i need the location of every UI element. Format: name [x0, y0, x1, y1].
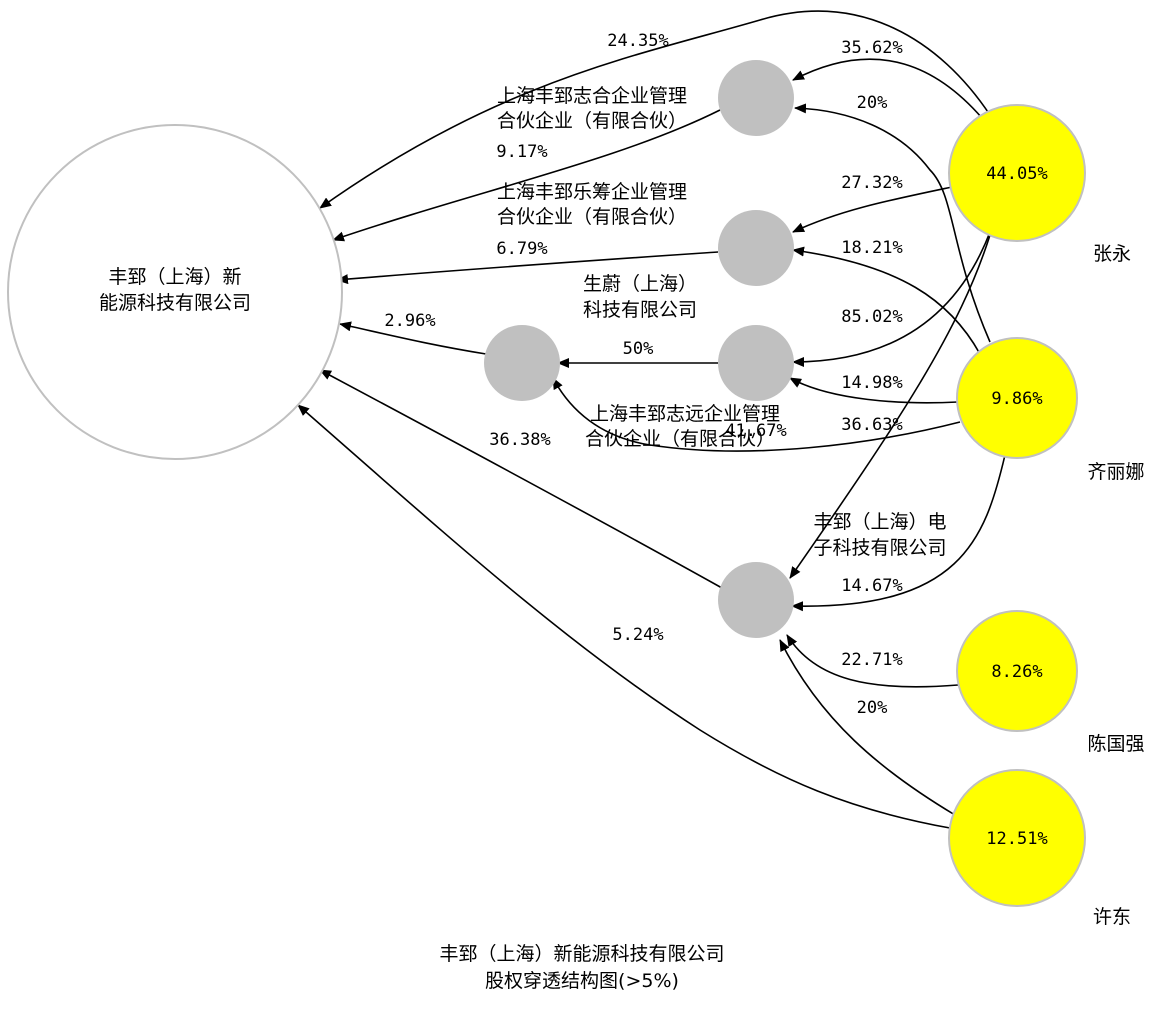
edge-shengwei-target [339, 321, 487, 355]
edge-label-qilina-zhihe: 20% [857, 93, 888, 113]
shengwei-label-line1: 生蔚（上海） [583, 273, 697, 295]
edge-zhangyong-zhiyuan [792, 231, 991, 367]
edge-zhangyong-target [319, 10, 991, 209]
title-line2: 股权穿透结构图(>5%) [485, 970, 679, 992]
dianzi-label-line2: 子科技有限公司 [813, 537, 946, 559]
nodes [7, 60, 1086, 907]
xudong-name: 许东 [1093, 906, 1131, 928]
edge-lechou-target [336, 251, 719, 285]
edge-label-lechou-target: 6.79% [496, 239, 547, 259]
edge-dianzi-target [319, 369, 723, 589]
person-node-zhangyong[interactable] [948, 104, 1086, 242]
qilina-name: 齐丽娜 [1087, 461, 1144, 483]
zhihe-label-line2: 合伙企业（有限合伙） [497, 110, 687, 132]
target-company-label: 丰郅（上海）新 能源科技有限公司 [99, 266, 251, 314]
person-node-xudong[interactable] [948, 769, 1086, 907]
edge-zhangyong-lechou [792, 186, 953, 233]
edge-label-chenguoqiang-dianzi: 22.71% [841, 650, 902, 670]
zhangyong-name: 张永 [1093, 243, 1131, 265]
edge-xudong-target [297, 404, 951, 829]
edge-label-qilina-lechou: 18.21% [841, 238, 902, 258]
edge-label-zhangyong-lechou: 27.32% [841, 173, 902, 193]
lechou-label-line2: 合伙企业（有限合伙） [497, 206, 687, 228]
edge-label-zhangyong-target: 24.35% [607, 31, 668, 51]
edge-label-zhangyong-zhiyuan: 85.02% [841, 307, 902, 327]
edge-label-qilina-shengwei: 36.63% [841, 415, 902, 435]
edge-label-zhiyuan-shengwei: 50% [623, 339, 654, 359]
title-line1: 丰郅（上海）新能源科技有限公司 [439, 943, 724, 965]
company-node-shengwei[interactable] [484, 325, 560, 401]
target-name-line2: 能源科技有限公司 [99, 292, 251, 314]
person-node-chenguoqiang[interactable] [956, 610, 1078, 732]
entity-labels: 上海丰郅志合企业管理 合伙企业（有限合伙） 上海丰郅乐筹企业管理 合伙企业（有限… [497, 85, 947, 559]
person-node-qilina[interactable] [956, 337, 1078, 459]
edge-qilina-lechou [792, 246, 981, 355]
company-node-zhihe[interactable] [718, 60, 794, 136]
chenguoqiang-name: 陈国强 [1087, 733, 1144, 755]
xudong-pct: 12.51% [986, 829, 1047, 849]
edge-label-xudong-target: 5.24% [612, 625, 663, 645]
edge-qilina-zhihe [794, 103, 991, 343]
company-node-zhiyuan[interactable] [718, 325, 794, 401]
zhangyong-pct: 44.05% [986, 164, 1047, 184]
zhiyuan-label-line2: 合伙企业（有限合伙） [585, 428, 775, 450]
shengwei-label-line2: 科技有限公司 [583, 299, 697, 321]
edge-qilina-dianzi [791, 454, 1006, 612]
edges [297, 10, 1006, 829]
edge-label-qilina-dianzi: 14.67% [841, 576, 902, 596]
company-node-lechou[interactable] [718, 210, 794, 286]
edge-zhangyong-zhihe [792, 58, 983, 119]
company-node-dianzi[interactable] [718, 562, 794, 638]
edge-chenguoqiang-dianzi [786, 634, 959, 688]
zhiyuan-label-line1: 上海丰郅志远企业管理 [590, 403, 780, 425]
edge-label-zhangyong-zhihe: 35.62% [841, 38, 902, 58]
edge-labels: 24.35% 35.62% 20% 9.17% 27.32% 18.21% 6.… [384, 31, 902, 718]
edge-label-shengwei-target: 2.96% [384, 311, 435, 331]
edge-xudong-dianzi [779, 639, 956, 816]
edge-qilina-zhiyuan [789, 377, 959, 404]
person-labels: 44.05% 张永 9.86% 齐丽娜 8.26% 陈国强 12.51% 许东 [986, 164, 1144, 928]
qilina-pct: 9.86% [991, 389, 1042, 409]
diagram-title: 丰郅（上海）新能源科技有限公司 股权穿透结构图(>5%) [439, 943, 724, 992]
chenguoqiang-pct: 8.26% [991, 662, 1042, 682]
target-name-line1: 丰郅（上海）新 [108, 266, 241, 288]
edge-label-dianzi-target: 36.38% [489, 430, 550, 450]
target-company-node[interactable] [7, 124, 343, 460]
edge-label-qilina-zhiyuan: 14.98% [841, 373, 902, 393]
zhihe-label-line1: 上海丰郅志合企业管理 [497, 85, 687, 107]
edge-zhangyong-dianzi [789, 234, 991, 579]
edge-label-xudong-dianzi: 20% [857, 698, 888, 718]
edge-label-zhihe-target: 9.17% [496, 142, 547, 162]
edge-label-zhangyong-shengwei: 41.67% [725, 421, 786, 441]
dianzi-label-line1: 丰郅（上海）电 [813, 511, 946, 533]
edge-zhihe-target [332, 109, 721, 242]
lechou-label-line1: 上海丰郅乐筹企业管理 [497, 181, 687, 203]
